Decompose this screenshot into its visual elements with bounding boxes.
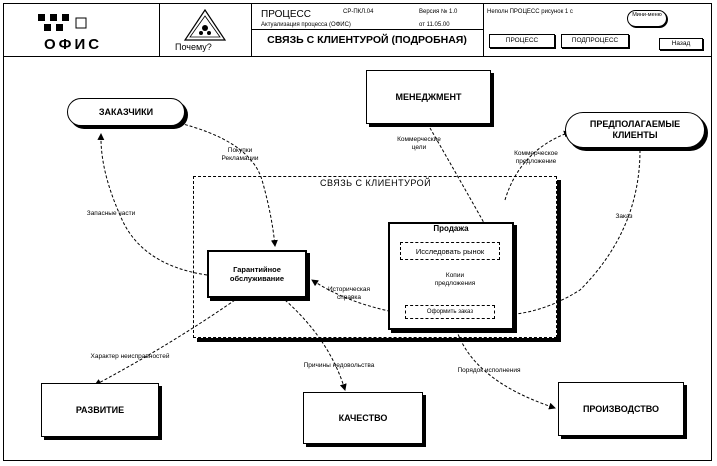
warning-triangle-icon: [183, 8, 227, 41]
flow-label-spare-parts: Запасные части: [86, 210, 136, 217]
client-relations-label: СВЯЗЬ С КЛИЕНТУРОЙ: [320, 178, 432, 188]
navigation-area: Неполн ПРОЦЕСС рисунок 1 с Мини-меню ПРО…: [483, 4, 712, 56]
divider: [251, 29, 483, 30]
flow-label-execution-order: Порядок исполнения: [457, 367, 521, 374]
date-text: от 11.05.00: [419, 22, 450, 28]
flow-execution-order: [454, 324, 556, 410]
mini-menu-button[interactable]: Мини-меню: [627, 10, 667, 27]
development-node[interactable]: РАЗВИТИЕ: [41, 383, 159, 437]
logo-text: ОФИС: [44, 36, 103, 53]
nav-info: Неполн ПРОЦЕСС рисунок 1 с: [487, 9, 573, 15]
flow-dissatisfaction-reasons: [284, 299, 347, 391]
flow-spare-parts: [97, 133, 208, 276]
back-button[interactable]: Назад: [659, 38, 703, 50]
market-research-box[interactable]: Исследовать рынок: [400, 242, 500, 260]
process-info: ПРОЦЕСС СР-ПКЛ.04 Версия № 1.0 Актуализа…: [251, 4, 484, 56]
quality-node[interactable]: КАЧЕСТВО: [303, 392, 423, 444]
management-node[interactable]: МЕНЕДЖМЕНТ: [366, 70, 491, 124]
flow-order: [499, 149, 641, 319]
flow-label-commercial-goals: Коммерческие цели: [397, 136, 441, 151]
version-text: Версия № 1.0: [419, 9, 458, 15]
production-node[interactable]: ПРОИЗВОДСТВО: [558, 382, 684, 436]
flow-label-historical-info: Историческая справка: [327, 286, 371, 301]
flow-label-order: Заказ: [615, 213, 633, 220]
offer-box[interactable]: Оформить заказ: [405, 305, 495, 319]
flow-label-defect-nature: Характер неисправностей: [90, 353, 170, 360]
process-label: ПРОЦЕСС: [261, 9, 311, 20]
header: ОФИС Почему? ПРОЦЕСС СР-ПКЛ.04 Версия № …: [4, 4, 712, 57]
flow-commercial-proposal: [504, 130, 571, 201]
customers-node[interactable]: ЗАКАЗЧИКИ: [67, 98, 185, 126]
flow-label-purchases-claims: Покупки Рекламации: [221, 147, 259, 162]
flow-label-commercial-proposal: Коммерческое предложение: [514, 150, 558, 165]
process-code: СР-ПКЛ.04: [343, 9, 374, 15]
why-area[interactable]: Почему?: [159, 4, 252, 56]
prospects-node[interactable]: ПРЕДПОЛАГАЕМЫЕ КЛИЕНТЫ: [565, 112, 705, 148]
process-button[interactable]: ПРОЦЕСС: [489, 34, 555, 48]
sales-copies-label: Копии предложения: [434, 272, 476, 287]
warranty-node[interactable]: Гарантийное обслуживание: [207, 250, 307, 298]
subprocess-button[interactable]: ПОДПРОЦЕСС: [561, 34, 629, 48]
logo-icon: [38, 14, 87, 31]
flow-purchases-claims: [174, 121, 278, 247]
page-frame: [3, 3, 712, 461]
subprocess-line: Актуализация процесса (ОФИС): [261, 22, 351, 28]
page-title: СВЯЗЬ С КЛИЕНТУРОЙ (ПОДРОБНАЯ): [267, 34, 467, 46]
why-label[interactable]: Почему?: [175, 42, 212, 52]
client-relations-region: [193, 176, 557, 338]
flow-defect-nature: [94, 299, 236, 386]
flow-label-dissatisfaction-reasons: Причины недовольства: [303, 362, 375, 369]
sales-title: Продажа: [433, 224, 469, 233]
logo-area: ОФИС: [4, 4, 160, 56]
